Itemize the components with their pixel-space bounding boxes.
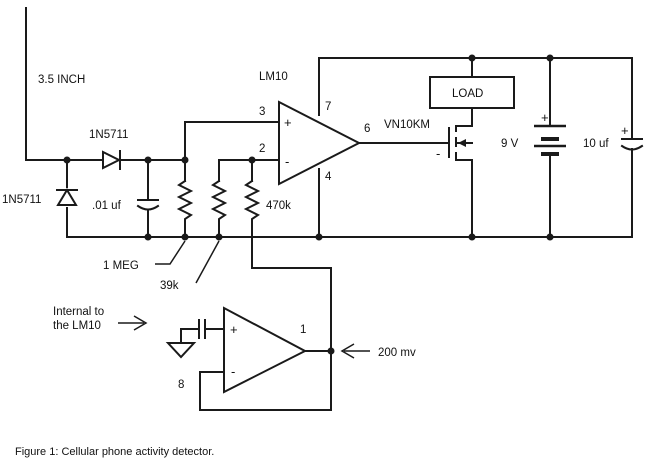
junction-dot	[546, 233, 554, 241]
junction-dot	[327, 347, 335, 355]
label-mosfet: VN10KM	[384, 119, 430, 131]
resistor-1meg	[176, 179, 194, 224]
label-battery: 9 V	[501, 138, 519, 150]
junction-dot	[63, 156, 71, 164]
junction-dot	[144, 233, 152, 241]
label-r39k: 39k	[160, 280, 179, 292]
figure-caption: Figure 1: Cellular phone activity detect…	[15, 446, 214, 458]
junction-dot	[315, 233, 323, 241]
load-box	[429, 76, 515, 109]
label-pin2: 2	[259, 143, 265, 155]
label-cap-big: 10 uf	[583, 138, 609, 150]
label-internal-line1: Internal to	[53, 306, 104, 318]
junction-dot	[181, 233, 189, 241]
label-r470k: 470k	[266, 200, 291, 212]
label-pin3: 3	[259, 106, 265, 118]
opamp-plus-mark: +	[284, 115, 292, 130]
battery-plus-mark: +	[541, 110, 549, 125]
label-internal-line2: the LM10	[53, 320, 101, 332]
arrow-internal	[118, 315, 148, 331]
leader-1meg	[155, 240, 186, 265]
reference-wire	[251, 267, 332, 352]
cap-plus-mark: +	[621, 123, 629, 138]
label-antenna: 3.5 INCH	[38, 74, 85, 86]
arrow-200mv	[340, 343, 370, 359]
label-ref-voltage: 200 mv	[378, 347, 416, 359]
internal-feedback-wire	[199, 350, 332, 411]
junction-dot	[468, 54, 476, 62]
junction-dot	[248, 156, 256, 164]
opamp-minus-mark: -	[285, 154, 289, 169]
diode-shunt	[56, 188, 78, 206]
label-pin8: 8	[178, 379, 184, 391]
junction-dot	[144, 156, 152, 164]
junction-dots	[63, 54, 554, 355]
internal-minus-mark: -	[231, 364, 235, 379]
leader-39k	[195, 240, 220, 284]
label-diode-top: 1N5711	[89, 129, 128, 141]
mosfet-vn10km	[448, 125, 473, 161]
junction-dot	[546, 54, 554, 62]
label-ic: LM10	[259, 71, 288, 83]
junction-dot	[181, 156, 189, 164]
label-pin4: 4	[325, 171, 332, 183]
opamp-lm10	[278, 100, 362, 186]
gate-minus-mark: -	[436, 146, 440, 161]
label-cap-small: .01 uf	[92, 200, 122, 212]
battery-9v	[534, 124, 566, 156]
opamp-internal	[223, 306, 308, 394]
internal-plus-mark: +	[230, 322, 238, 337]
label-r1meg: 1 MEG	[103, 260, 139, 272]
gate-marks: -	[436, 146, 440, 161]
label-load: LOAD	[452, 88, 483, 100]
label-pin6: 6	[364, 123, 370, 135]
junction-dot	[215, 233, 223, 241]
junction-dot	[468, 233, 476, 241]
resistor-470k	[243, 179, 261, 224]
resistor-39k	[210, 179, 228, 224]
label-diode-left: 1N5711	[2, 194, 41, 206]
capacitor-big	[620, 138, 644, 151]
capacitor-small	[136, 199, 160, 211]
ground-symbol	[165, 319, 206, 359]
label-pin1: 1	[300, 324, 306, 336]
label-pin7: 7	[325, 101, 331, 113]
diode-series	[102, 150, 122, 170]
